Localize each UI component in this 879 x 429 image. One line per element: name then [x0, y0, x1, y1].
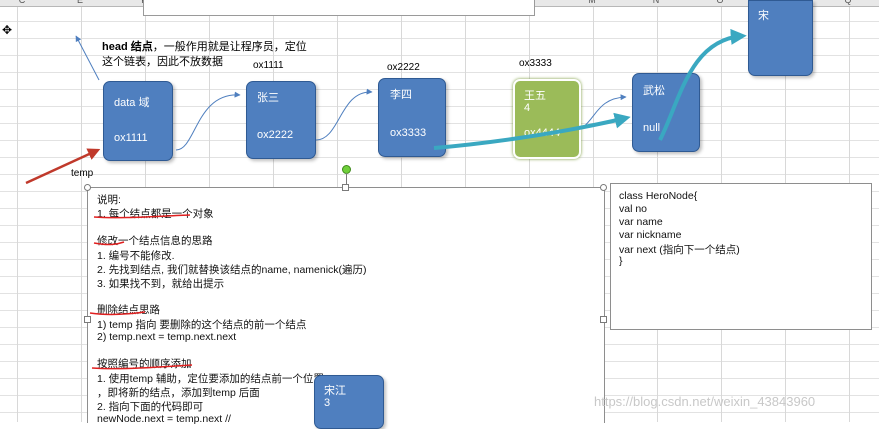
- watermark-text: https://blog.csdn.net/weixin_43843960: [594, 394, 816, 409]
- head-annotation-line1: ，一般作用就是让程序员，定位: [152, 41, 307, 53]
- notes-line: ，即将新的结点，添加到temp 后面: [97, 387, 260, 399]
- notes-line: 1) temp 指向 要删除的这个结点的前一个结点: [97, 319, 307, 331]
- resize-handle[interactable]: [600, 316, 607, 323]
- head-annotation-bold: head 结点: [102, 41, 153, 53]
- notes-line: 1. 编号不能修改.: [97, 250, 175, 262]
- notes-line: 2. 先找到结点, 我们就替换该结点的name, namenick(遍历): [97, 264, 367, 276]
- resize-handle[interactable]: [342, 184, 349, 191]
- notes-line: 修改一个结点信息的思路: [97, 235, 213, 247]
- column-header[interactable]: C: [18, 0, 26, 5]
- partial-textbox-top[interactable]: [143, 0, 535, 16]
- annotation-arrow: [75, 35, 100, 81]
- node-songjiang-new[interactable]: 宋江 3: [314, 375, 384, 429]
- column-header[interactable]: Q: [844, 0, 852, 5]
- node-no: 4: [524, 102, 531, 114]
- notes-line: 3. 如果找不到，就给出提示: [97, 278, 225, 290]
- rotate-handle-stem: [346, 173, 347, 185]
- red-underline: [89, 311, 146, 316]
- node-next-null: null: [643, 122, 661, 134]
- node-song[interactable]: 宋: [748, 0, 813, 76]
- red-underline: [91, 364, 193, 370]
- node-name: 宋江: [324, 385, 346, 397]
- column-header[interactable]: N: [652, 0, 660, 5]
- move-cursor-icon: ✥: [2, 23, 13, 37]
- column-header[interactable]: E: [76, 0, 83, 5]
- notes-line: 2) temp.next = temp.next.next: [97, 331, 237, 343]
- head-annotation: head 结点，一般作用就是让程序员，定位 这个链表，因此不放数据: [102, 40, 307, 70]
- node-name: 宋: [758, 10, 769, 22]
- column-header[interactable]: O: [716, 0, 724, 5]
- head-node[interactable]: data 域 ox1111: [103, 81, 173, 161]
- resize-handle[interactable]: [600, 184, 607, 191]
- address-label: ox2222: [387, 62, 420, 73]
- resize-handle[interactable]: [84, 316, 91, 323]
- notes-line: 删除结点思路: [97, 304, 160, 316]
- head-annotation-line2: 这个链表，因此不放数据: [102, 56, 223, 68]
- column-header[interactable]: M: [588, 0, 596, 5]
- resize-handle[interactable]: [84, 184, 91, 191]
- code-line: var name: [619, 216, 663, 228]
- node-name: 张三: [257, 92, 279, 104]
- insert-arrow: [433, 112, 631, 150]
- node-wusong[interactable]: 武松 null: [632, 73, 700, 152]
- code-line: var nickname: [619, 229, 682, 241]
- link-arrow: [315, 88, 373, 141]
- node-next-addr: ox3333: [390, 127, 427, 139]
- node-lisi[interactable]: 李四 ox3333: [378, 78, 446, 157]
- link-arrow: [175, 91, 241, 151]
- node-name: 李四: [390, 89, 412, 101]
- temp-label: temp: [71, 168, 94, 179]
- node-name: 王五: [524, 90, 546, 102]
- code-line: }: [619, 255, 623, 267]
- red-underline: [93, 241, 125, 246]
- red-underline: [93, 214, 191, 219]
- head-node-data-label: data 域: [114, 97, 150, 109]
- temp-arrow: [25, 148, 101, 185]
- node-next-addr: ox2222: [257, 129, 294, 141]
- node-name: 武松: [643, 85, 665, 97]
- node-no: 3: [324, 397, 331, 409]
- address-label: ox3333: [519, 58, 552, 69]
- head-node-next-addr: ox1111: [114, 132, 148, 144]
- code-line: var next (指向下一个结点): [619, 244, 740, 256]
- node-zhangsan[interactable]: 张三 ox2222: [246, 81, 316, 159]
- notes-line: 2. 指向下面的代码即可: [97, 401, 204, 413]
- address-label: ox1111: [253, 60, 284, 71]
- code-line: val no: [619, 203, 648, 215]
- notes-line: 1. 使用temp 辅助，定位要添加的结点前一个位置: [97, 373, 324, 385]
- notes-line: 说明:: [97, 194, 121, 206]
- code-line: class HeroNode{: [619, 190, 698, 202]
- code-textbox[interactable]: class HeroNode{ val no var name var nick…: [610, 183, 872, 330]
- insert-arrow: [658, 28, 747, 141]
